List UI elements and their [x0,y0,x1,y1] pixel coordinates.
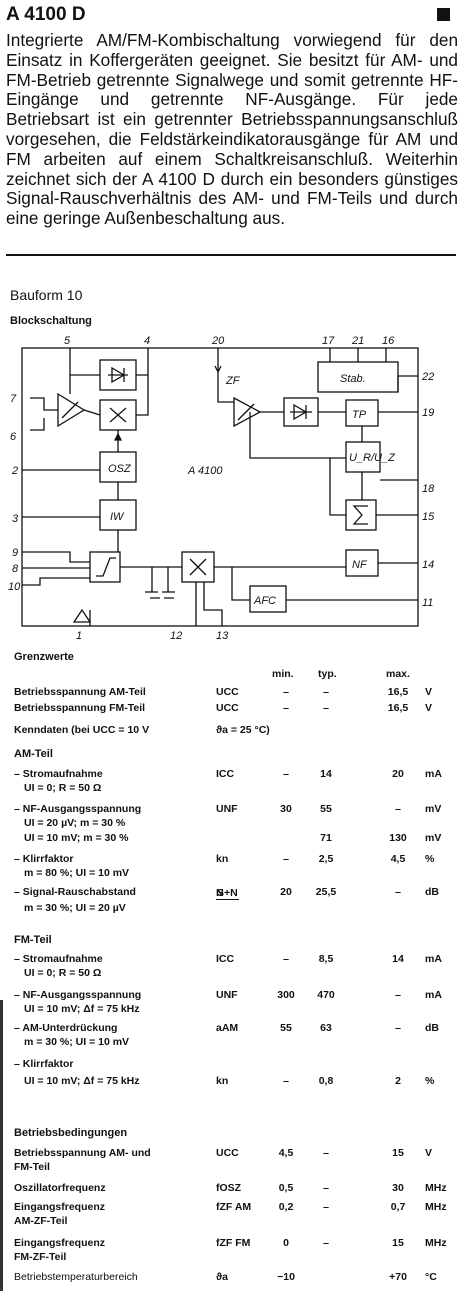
col-typ-header: typ. [318,668,337,680]
pin-10: 10 [8,581,21,593]
bauform-label: Bauform 10 [10,287,83,303]
pin-8: 8 [12,563,19,575]
nf-label: NF [352,559,368,571]
iw-label: IW [110,511,125,523]
pin-14: 14 [422,559,434,571]
pin-20: 20 [211,335,225,347]
section-divider [6,254,456,256]
zf-label: ZF [225,375,241,387]
pin-18: 18 [422,483,435,495]
am-section-title: AM-Teil [14,748,53,760]
afc-label: AFC [253,595,276,607]
pin-2: 2 [11,465,18,477]
pin-1: 1 [76,630,82,642]
osz-label: OSZ [108,463,132,475]
pin-21: 21 [351,335,364,347]
afc-block [249,585,287,613]
chip-outline [21,347,419,627]
pin-3: 3 [12,513,19,525]
stab-label: Stab. [340,373,366,385]
pin-16: 16 [382,335,395,347]
pin-11: 11 [422,597,433,609]
am-amplifier [57,392,86,428]
pin-15: 15 [422,511,435,523]
col-max-header: max. [386,668,410,680]
corner-marker-square [437,8,450,21]
limiter-block [89,551,121,583]
pin-9: 9 [12,547,18,559]
chip-label: A 4100 [187,465,223,477]
blockschaltung-title: Blockschaltung [10,315,92,327]
pin-13: 13 [216,630,229,642]
tp-label: TP [352,409,367,421]
pin-7: 7 [10,393,17,405]
pin-12: 12 [170,630,182,642]
pin-17: 17 [322,335,335,347]
col-min-header: min. [272,668,294,680]
sum-block [345,499,377,531]
intro-paragraph: Integrierte AM/FM-Kombischaltung vorwieg… [6,30,458,229]
ur-uz-block [345,441,381,473]
pin-5: 5 [64,335,71,347]
pin-19: 19 [422,407,434,419]
fm-amplifier [233,396,262,428]
betrieb-section-title: Betriebsbedingungen [14,1127,128,1139]
ur-uz-label: U_R/U_Z [349,452,396,464]
document-title: A 4100 D [6,4,86,25]
pin-22: 22 [421,371,434,383]
block-diagram: OSZ IW A 4100 ZF TP Stab. U_R/U_Z NF AFC… [8,335,435,642]
pin-6: 6 [10,431,17,443]
fm-section-title: FM-Teil [14,934,52,946]
scan-edge-bar [0,1000,3,1291]
pin-4: 4 [144,335,150,347]
grenzwerte-title: Grenzwerte [14,651,74,663]
